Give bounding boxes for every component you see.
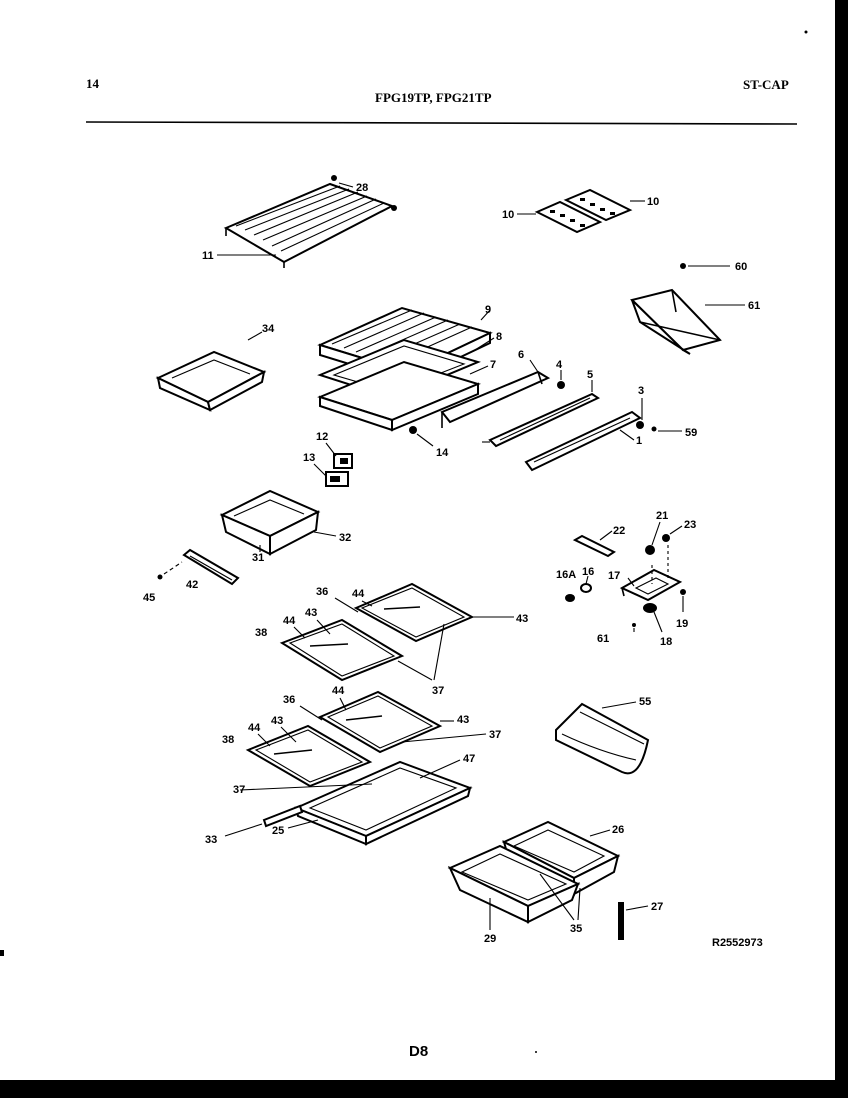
part-34-pan: [155, 350, 267, 412]
callout-8: 8: [496, 331, 502, 343]
part-1-rail: [524, 410, 642, 472]
page-code: D8: [409, 1043, 428, 1060]
callout-61-top: 61: [748, 300, 760, 312]
callout-38-b: 38: [222, 734, 234, 746]
callout-21: 21: [656, 510, 668, 522]
callout-36-a: 36: [316, 586, 328, 598]
callout-60: 60: [735, 261, 747, 273]
shelf-lower-right: [317, 690, 443, 754]
part-55-duct: [555, 702, 650, 775]
callout-10-left: 10: [502, 209, 514, 221]
shelf-upper-right: [353, 582, 475, 643]
callout-25: 25: [272, 825, 284, 837]
part-42-track: [182, 548, 240, 586]
part-10-ice-trays: [534, 188, 633, 234]
callout-38-a: 38: [255, 627, 267, 639]
section-code: ST-CAP: [743, 77, 789, 92]
part-33-trim: [262, 804, 304, 828]
callout-23: 23: [684, 519, 696, 531]
part-5-rail: [488, 392, 601, 448]
callout-33: 33: [205, 834, 217, 846]
callout-37-c: 37: [233, 784, 245, 796]
shelf-upper-left: [279, 618, 405, 682]
callout-22: 22: [613, 525, 625, 537]
callout-44-d: 44: [248, 722, 261, 734]
callout-5: 5: [587, 369, 593, 381]
callout-17: 17: [608, 570, 620, 582]
callout-37-a: 37: [432, 685, 444, 697]
callout-55: 55: [639, 696, 651, 708]
diagram-sheet: [0, 0, 835, 1080]
callout-18: 18: [660, 636, 672, 648]
callout-61-bottom: 61: [597, 633, 609, 645]
callout-44-a: 44: [352, 588, 365, 600]
callout-42: 42: [186, 579, 198, 591]
model-numbers: FPG19TP, FPG21TP: [375, 90, 492, 105]
speck: [804, 30, 808, 34]
callout-10-right: 10: [647, 196, 659, 208]
callout-9: 9: [485, 304, 491, 316]
callout-36-b: 36: [283, 694, 295, 706]
part-6-bracket: [440, 370, 551, 428]
part-27-handle: [618, 902, 624, 940]
callout-44-b: 44: [283, 615, 296, 627]
callout-12: 12: [316, 431, 328, 443]
callout-29: 29: [484, 933, 496, 945]
part-12-13-hinge: [325, 453, 353, 487]
callout-7: 7: [490, 359, 496, 371]
callout-32: 32: [339, 532, 351, 544]
callout-34: 34: [262, 323, 275, 335]
callout-28: 28: [356, 182, 368, 194]
callout-27: 27: [651, 901, 663, 913]
part-29-crisper-left: [447, 844, 581, 924]
callout-26: 26: [612, 824, 624, 836]
callout-16a: 16A: [556, 569, 576, 581]
callout-4: 4: [556, 359, 563, 371]
part-22-capillary: [572, 534, 616, 558]
callout-44-c: 44: [332, 685, 345, 697]
callout-43-c: 43: [457, 714, 469, 726]
callout-14: 14: [436, 447, 449, 459]
header-rule: [85, 121, 798, 125]
part-4-screw: [557, 381, 565, 389]
part-14-screw: [409, 426, 417, 434]
part-26-crisper-right: [501, 820, 621, 896]
callout-13: 13: [303, 452, 315, 464]
callout-11: 11: [202, 250, 214, 262]
callout-3: 3: [638, 385, 644, 397]
part-47-crisper-shelf: [293, 760, 473, 846]
callout-6: 6: [518, 349, 524, 361]
callout-16: 16: [582, 566, 594, 578]
callout-19: 19: [676, 618, 688, 630]
page-number: 14: [86, 76, 100, 91]
callout-35: 35: [570, 923, 582, 935]
callout-37-b: 37: [489, 729, 501, 741]
part-61-dairy-bin: [630, 288, 722, 355]
callout-1: 1: [636, 435, 642, 447]
callout-43-a: 43: [516, 613, 528, 625]
callout-59: 59: [685, 427, 697, 439]
reference-code: R2552973: [712, 937, 763, 949]
callout-47: 47: [463, 753, 475, 765]
part-32-drawer: [219, 489, 321, 556]
callout-43-b: 43: [305, 607, 317, 619]
callout-31: 31: [252, 552, 264, 564]
part-17-control-box: [619, 568, 683, 602]
part-7-glass: [317, 360, 481, 432]
callout-43-d: 43: [271, 715, 283, 727]
callout-45: 45: [143, 592, 155, 604]
